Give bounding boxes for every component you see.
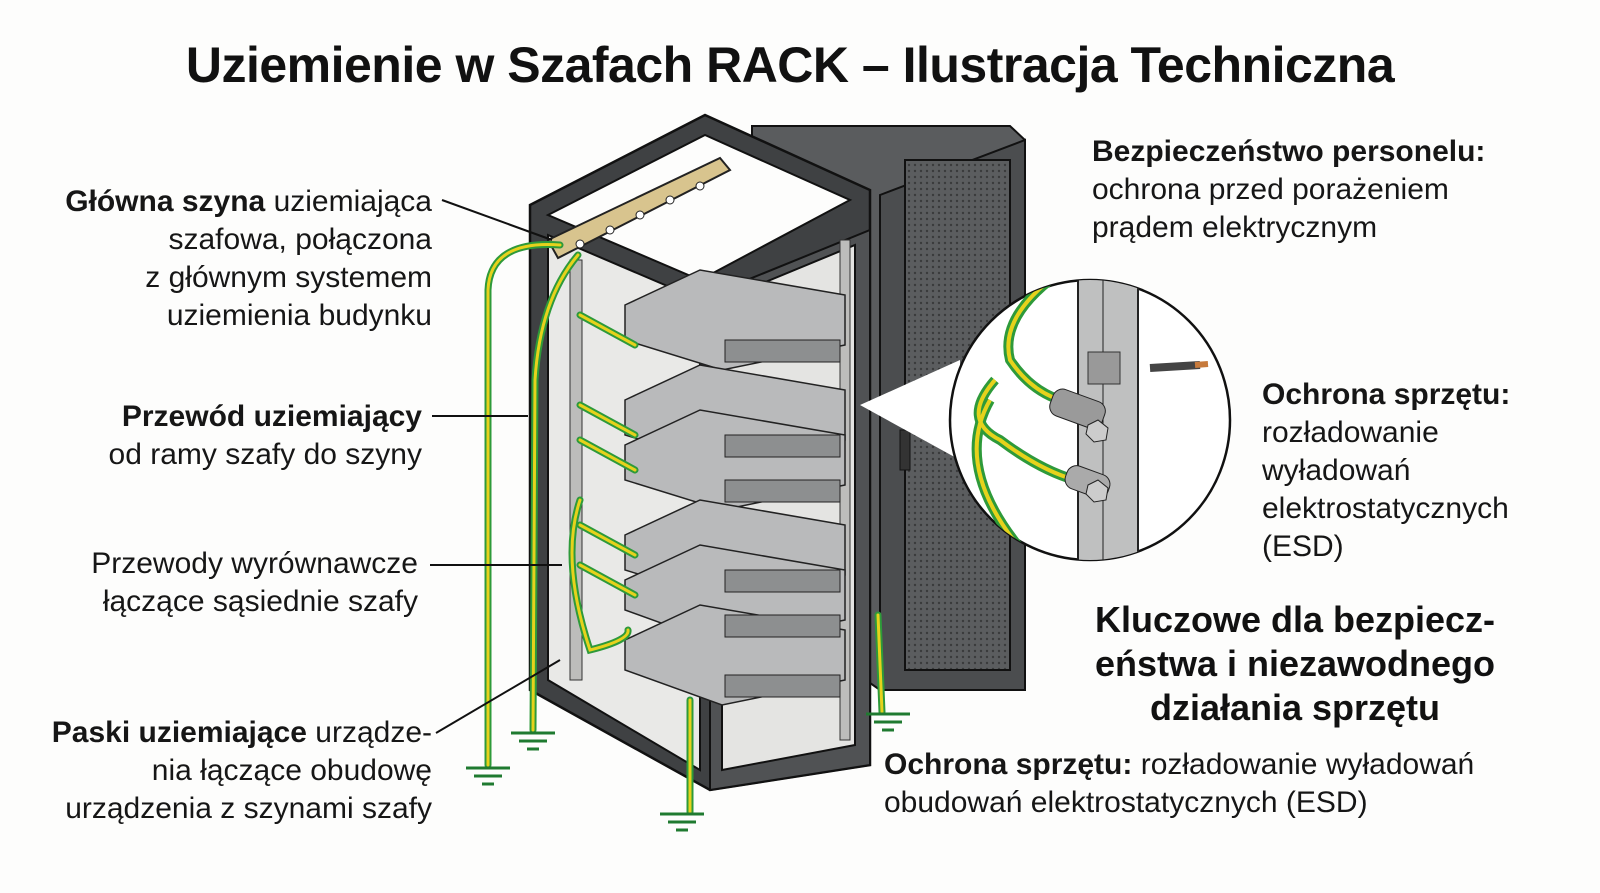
label-main-busbar: Główna szyna uziemiająca szafowa, połącz… xyxy=(65,183,432,335)
main-bus-rest: uziemiająca xyxy=(265,185,432,218)
equipment-bold: Ochrona sprzętu: xyxy=(1262,378,1511,411)
label-straps: Paski uziemiające urządze- nia łączące o… xyxy=(52,714,432,828)
straps-rest: urządze- xyxy=(306,716,432,749)
label-ground-wire: Przewód uziemiający od ramy szafy do szy… xyxy=(109,398,422,474)
ground-wires xyxy=(484,241,886,816)
equipment-line-4: elektrostatycznych xyxy=(1262,492,1509,525)
page-title: Uziemienie w Szafach RACK – Ilustracja T… xyxy=(185,37,1395,93)
main-ground-busbar xyxy=(546,156,732,260)
key-line-1: Kluczowe dla bezpiecz- xyxy=(1094,599,1496,640)
main-bus-bold: Główna szyna xyxy=(65,185,266,218)
bonding-line-2: łączące sąsiednie szafy xyxy=(102,585,418,618)
label-equipment-protection: Ochrona sprzętu: rozładowanie wyładowań … xyxy=(1262,376,1510,566)
earth-ground-icon xyxy=(466,712,910,832)
straps-line-2: nia łączące obudowę xyxy=(151,754,432,787)
main-rack xyxy=(528,113,872,792)
bonding-line-1: Przewody wyrównawcze xyxy=(91,547,418,580)
personnel-line-3: prądem elektrycznym xyxy=(1092,211,1378,244)
equipment-line-3: wyładowań xyxy=(1262,454,1411,487)
personnel-line-2: ochrona przed porażeniem xyxy=(1092,173,1449,206)
ground-wire-line-2: od ramy szafy do szyny xyxy=(108,438,422,471)
ground-wire-bold: Przewód uziemiający xyxy=(121,400,422,433)
key-statement: Kluczowe dla bezpiecz- eństwa i niezawod… xyxy=(1060,598,1530,730)
key-line-3: działania sprzętu xyxy=(1149,687,1441,728)
leader-lines xyxy=(430,199,562,734)
equipment-line-5: (ESD) xyxy=(1262,530,1344,563)
key-line-2: eństwa i niezawodnego xyxy=(1094,643,1496,684)
main-bus-line-2: szafowa, połączona xyxy=(168,223,433,256)
equipment-2-line-2: obudowań elektrostatycznych (ESD) xyxy=(884,786,1368,819)
straps-bold: Paski uziemiające xyxy=(51,716,307,749)
label-equipment-protection-2: Ochrona sprzętu: rozładowanie wyładowań … xyxy=(884,746,1474,822)
equipment-2-rest: rozładowanie wyładowań xyxy=(1132,748,1475,781)
equipment-2-bold: Ochrona sprzętu: xyxy=(884,748,1133,781)
equipment-line-2: rozładowanie xyxy=(1262,416,1439,449)
main-bus-line-4: uziemienia budynku xyxy=(166,299,432,332)
detail-callout xyxy=(860,278,1232,562)
personnel-bold: Bezpieczeństwo personelu: xyxy=(1092,135,1486,168)
label-bonding: Przewody wyrównawcze łączące sąsiednie s… xyxy=(91,545,418,621)
label-personnel-safety: Bezpieczeństwo personelu: ochrona przed … xyxy=(1092,133,1485,247)
straps-line-3: urządzenia z szynami szafy xyxy=(65,792,432,825)
main-bus-line-3: z głównym systemem xyxy=(145,261,432,294)
